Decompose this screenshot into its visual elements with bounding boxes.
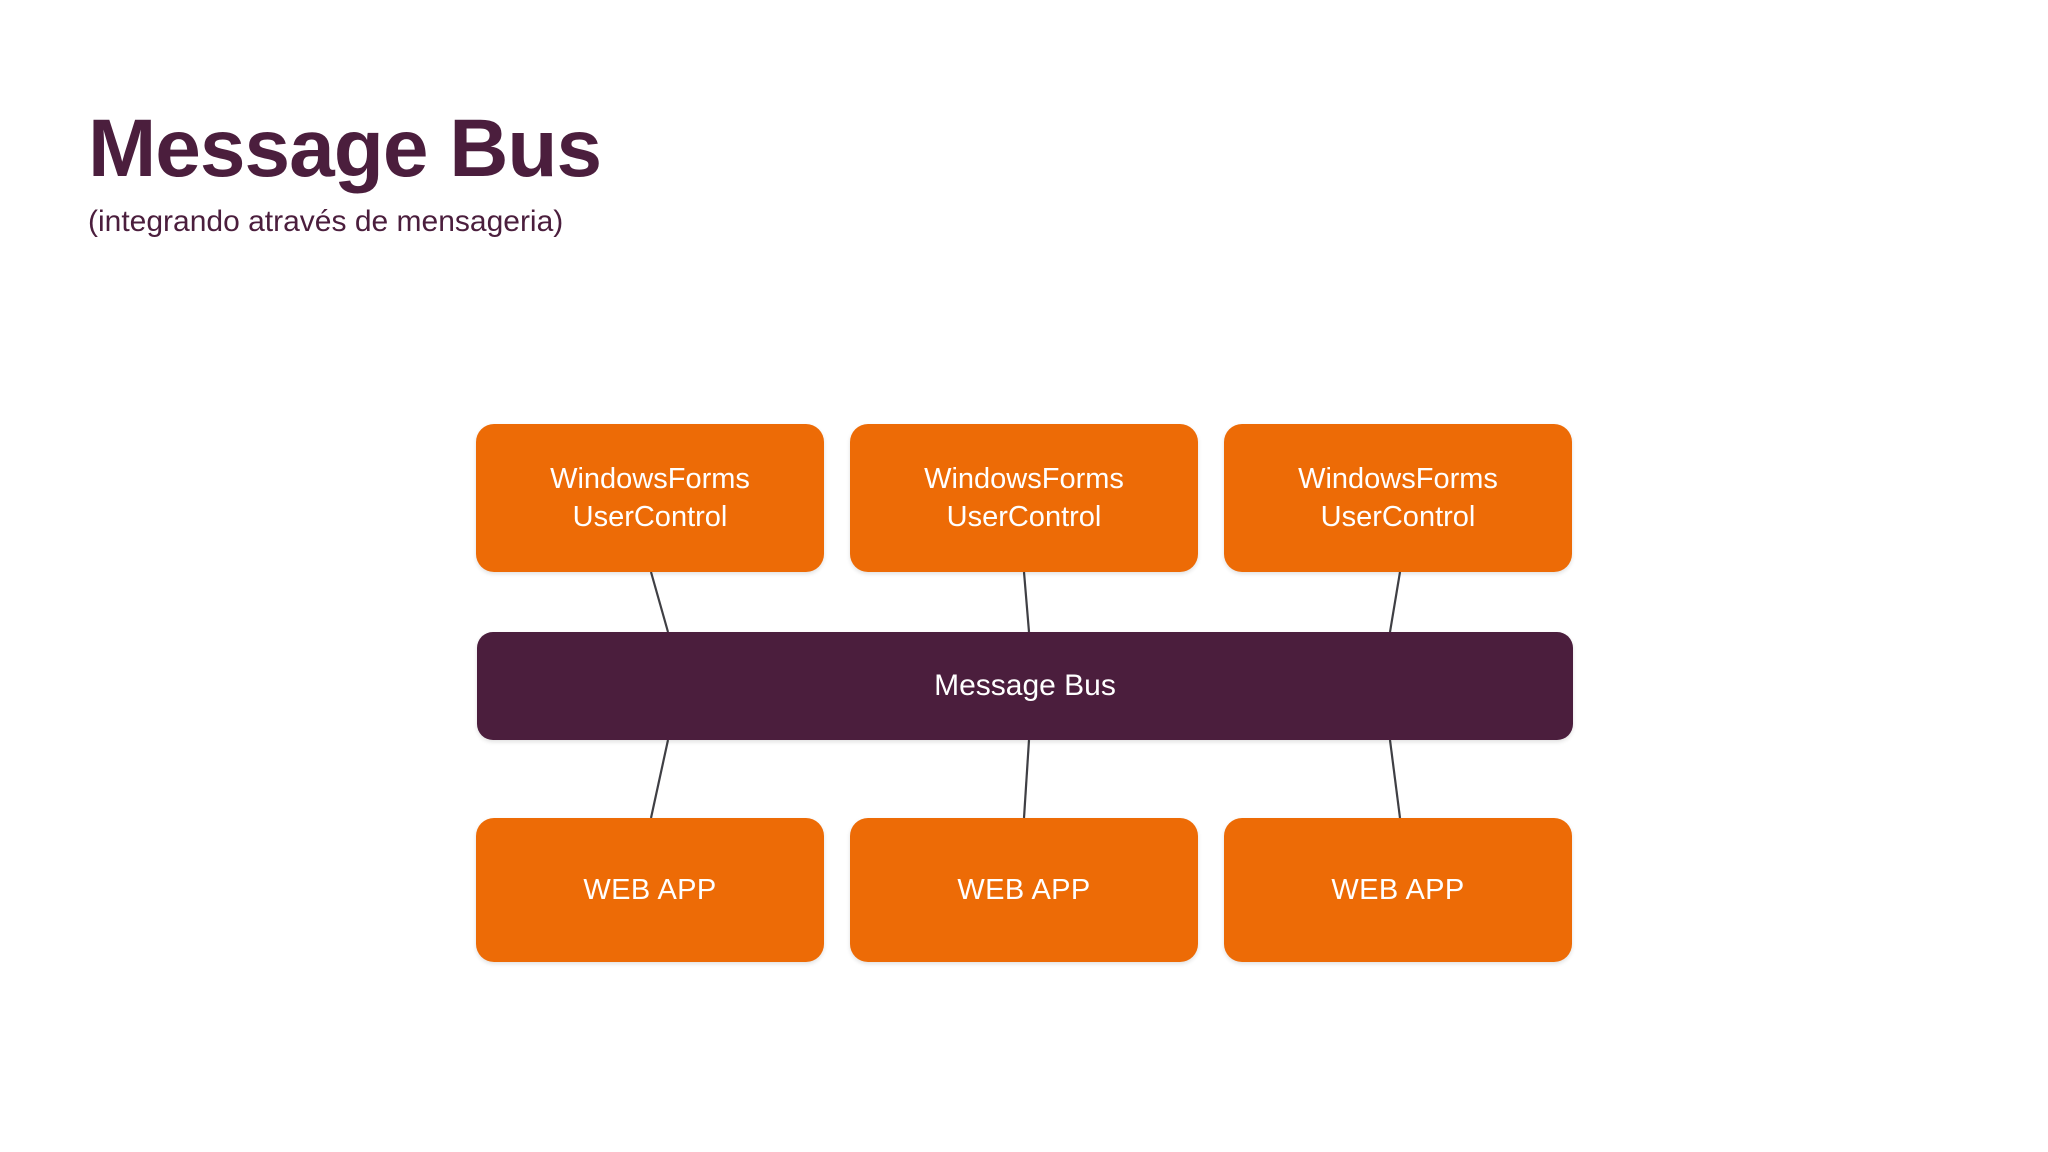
heading-block: Message Bus (integrando através de mensa… bbox=[88, 108, 1288, 240]
top-node-3-line2: UserControl bbox=[1320, 501, 1476, 533]
message-bus[interactable]: Message Bus bbox=[477, 632, 1573, 740]
bottom-node-3-label: WEB APP bbox=[1331, 873, 1465, 906]
top-node-2-line1: WindowsForms bbox=[924, 462, 1124, 495]
connector-bus-to-bottom-3 bbox=[1388, 739, 1402, 819]
page-subtitle: (integrando através de mensageria) bbox=[88, 205, 564, 238]
top-node-3[interactable]: WindowsForms UserControl bbox=[1224, 424, 1572, 572]
top-node-1-label: WindowsForms UserControl bbox=[550, 460, 750, 537]
top-node-2[interactable]: WindowsForms UserControl bbox=[850, 424, 1198, 572]
top-node-3-line1: WindowsForms bbox=[1298, 462, 1498, 495]
bottom-node-1[interactable]: WEB APP bbox=[476, 818, 824, 962]
connector-top-3-to-bus bbox=[1388, 571, 1402, 633]
bottom-node-1-label: WEB APP bbox=[583, 873, 717, 906]
top-node-2-line2: UserControl bbox=[946, 501, 1102, 533]
bottom-node-2-label: WEB APP bbox=[957, 873, 1091, 906]
top-node-3-label: WindowsForms UserControl bbox=[1298, 460, 1498, 537]
top-node-1[interactable]: WindowsForms UserControl bbox=[476, 424, 824, 572]
bottom-node-2[interactable]: WEB APP bbox=[850, 818, 1198, 962]
connector-top-1-to-bus bbox=[649, 571, 670, 633]
top-node-1-line1: WindowsForms bbox=[550, 462, 750, 495]
connector-bus-to-bottom-2 bbox=[1022, 739, 1031, 819]
top-node-2-label: WindowsForms UserControl bbox=[924, 460, 1124, 537]
connector-top-2-to-bus bbox=[1022, 571, 1031, 633]
top-node-1-line2: UserControl bbox=[572, 501, 728, 533]
message-bus-label: Message Bus bbox=[934, 669, 1116, 702]
bottom-node-3[interactable]: WEB APP bbox=[1224, 818, 1572, 962]
page-title: Message Bus bbox=[88, 103, 602, 194]
connector-bus-to-bottom-1 bbox=[649, 739, 670, 819]
